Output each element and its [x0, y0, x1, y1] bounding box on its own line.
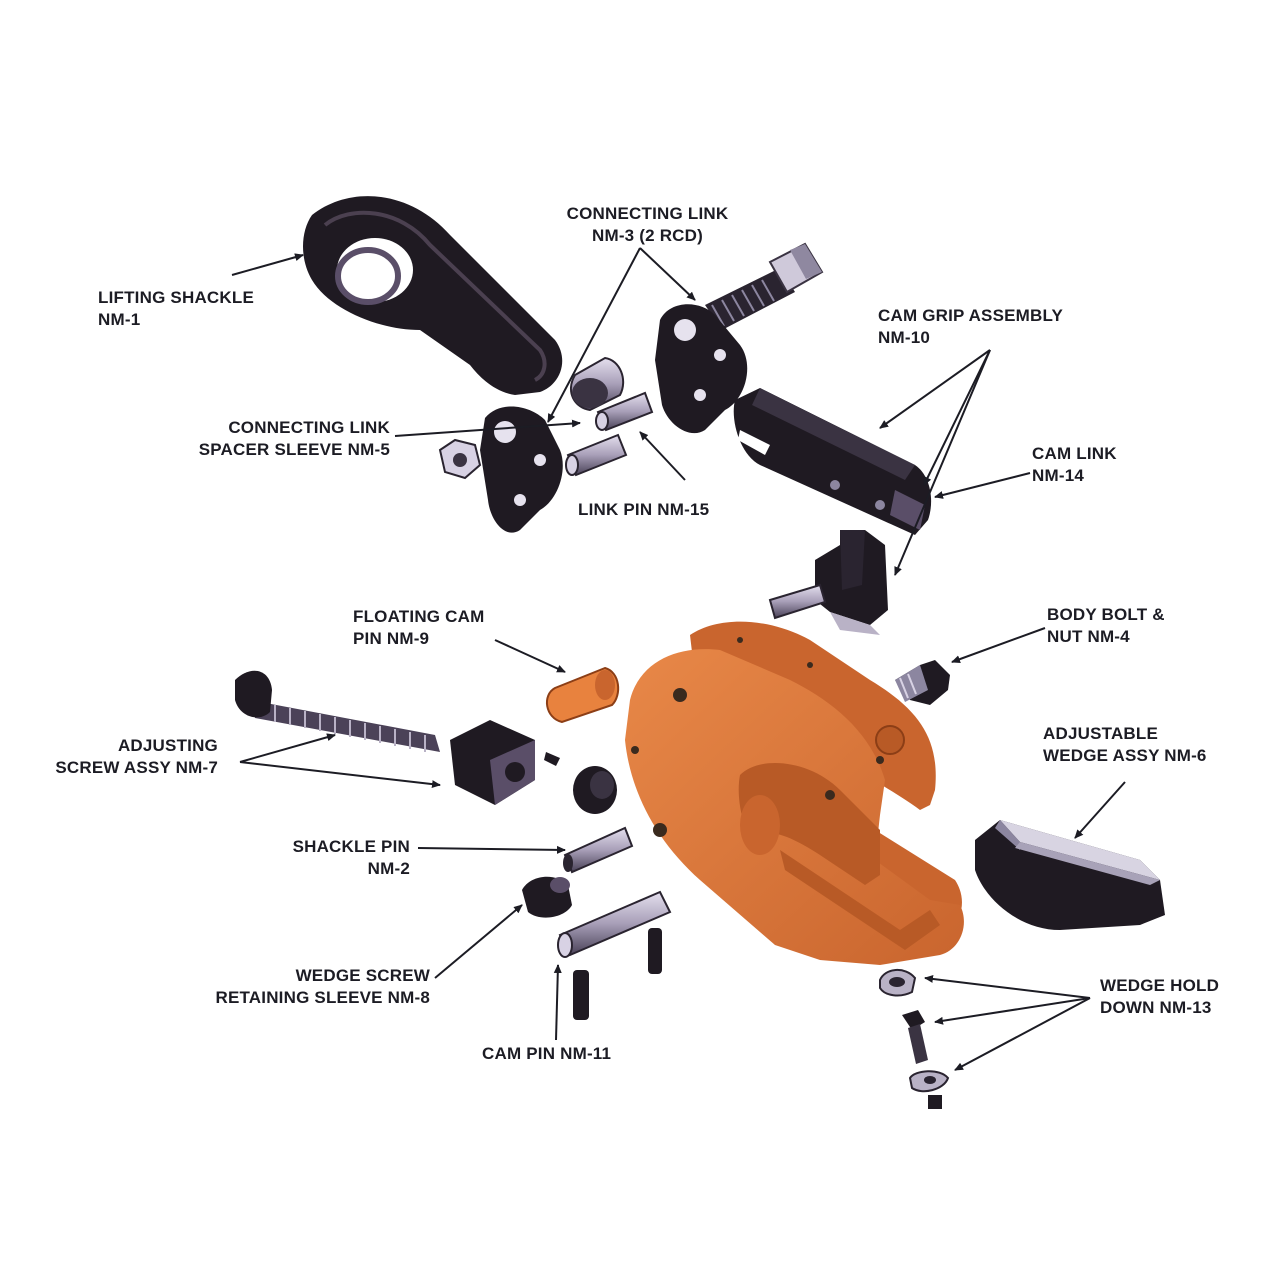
- cam-grip-leader-2: [923, 349, 991, 486]
- adjusting-screw-nut-part: [573, 766, 617, 814]
- wedge-hold-down-leader-3: [954, 997, 1091, 1071]
- floating-cam-pin-part: [546, 666, 620, 724]
- shackle-pin-leader: [417, 845, 566, 854]
- adjusting-screw-leader-2: [239, 761, 441, 789]
- label-wedge-screw-sleeve: WEDGE SCREW RETAINING SLEEVE NM-8: [215, 966, 430, 1007]
- label-body-bolt: BODY BOLT & NUT NM-4: [1047, 605, 1165, 646]
- link-pin-leader: [639, 431, 686, 481]
- spacer-sleeve-leader: [394, 419, 581, 437]
- shackle-pin-part: [563, 826, 634, 874]
- adjusting-screw-block-part: [450, 720, 535, 805]
- cam-pin-roll-pin-right-part: [648, 928, 662, 974]
- link-pin-lower-part: [565, 433, 628, 477]
- main-body-part: [625, 621, 964, 965]
- cam-grip-leader-1: [879, 349, 991, 429]
- adjusting-screw-leader-1: [239, 733, 336, 763]
- link-pin-upper-part: [595, 391, 654, 432]
- connecting-link-bolt-part: [705, 242, 824, 330]
- leader-lines: [231, 247, 1126, 1071]
- adjustable-wedge-leader: [1074, 781, 1126, 839]
- label-shackle-pin: SHACKLE PIN NM-2: [292, 837, 410, 878]
- label-wedge-hold-down: WEDGE HOLD DOWN NM-13: [1100, 976, 1220, 1017]
- connecting-link-left-part: [480, 406, 563, 533]
- cam-link-part: [768, 530, 888, 635]
- body-bolt-and-nut-part: [895, 660, 950, 705]
- label-adjusting-screw: ADJUSTING SCREW ASSY NM-7: [55, 736, 218, 777]
- label-lifting-shackle: LIFTING SHACKLE NM-1: [98, 288, 254, 329]
- cam-pin-roll-pin-left-part: [573, 970, 589, 1020]
- label-connecting-link-spacer: CONNECTING LINK SPACER SLEEVE NM-5: [198, 418, 390, 459]
- wedge-hold-down-leader-2: [934, 997, 1091, 1025]
- cam-grip-leader-3: [894, 349, 991, 576]
- label-link-pin: LINK PIN NM-15: [578, 500, 710, 519]
- connecting-link-spacer-sleeve-part: [570, 356, 625, 412]
- label-connecting-link: CONNECTING LINK NM-3 (2 RCD): [566, 204, 729, 245]
- body-bolt-leader: [951, 627, 1046, 664]
- label-cam-pin: CAM PIN NM-11: [482, 1044, 612, 1063]
- label-cam-link: CAM LINK NM-14: [1032, 444, 1117, 485]
- adjusting-screw-part: [235, 670, 440, 752]
- label-cam-grip-assembly: CAM GRIP ASSEMBLY NM-10: [878, 306, 1064, 347]
- adjustable-wedge-part: [975, 820, 1165, 930]
- lifting-shackle-part: [303, 196, 563, 395]
- wedge-hold-down-leader-1: [924, 974, 1091, 999]
- connecting-link-right-part: [655, 304, 748, 434]
- adjusting-screw-small-part: [544, 752, 560, 766]
- label-floating-cam-pin: FLOATING CAM PIN NM-9: [353, 607, 485, 648]
- label-adjustable-wedge: ADJUSTABLE WEDGE ASSY NM-6: [1043, 724, 1207, 765]
- floating-cam-pin-leader: [494, 639, 566, 673]
- connecting-link-leader-left: [547, 247, 641, 423]
- wedge-screw-sleeve-leader: [434, 904, 523, 979]
- cam-link-leader: [934, 472, 1031, 499]
- wedge-hold-down-part: [879, 969, 950, 1109]
- connecting-link-leader-right: [639, 247, 696, 301]
- cam-grip-assembly-part: [733, 388, 932, 535]
- wedge-screw-retaining-sleeve-part: [522, 876, 572, 918]
- lifting-shackle-leader: [231, 253, 304, 276]
- connecting-link-nut-part: [438, 438, 482, 480]
- cam-pin-part: [557, 890, 672, 958]
- cam-pin-leader: [553, 964, 562, 1041]
